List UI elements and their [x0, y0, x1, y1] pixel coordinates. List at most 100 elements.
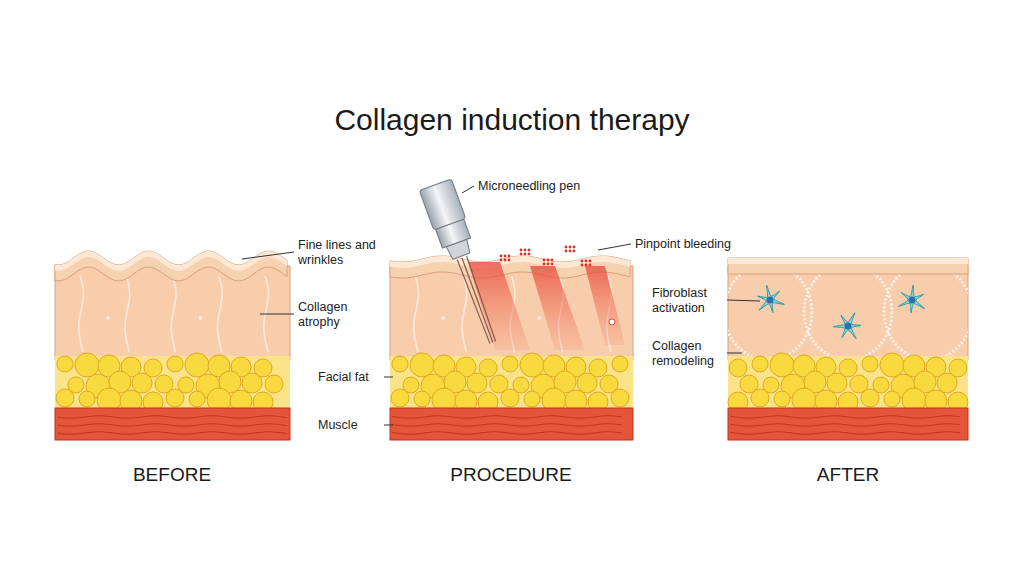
part-label: Muscle: [318, 418, 388, 433]
diagram-title: Collagen induction therapy: [0, 102, 1024, 138]
fat-cell: [166, 389, 184, 407]
collagen-fiber: [728, 266, 812, 356]
fat-cell: [752, 356, 768, 372]
bleeding-dot: [585, 264, 588, 267]
fat-cell: [56, 389, 74, 407]
leader-line: [462, 186, 474, 193]
fat-cell: [827, 373, 847, 393]
fat-cell: [75, 353, 99, 377]
bleeding-dot: [565, 250, 568, 253]
bleeding-dot: [589, 260, 592, 263]
fat-cell: [185, 353, 209, 377]
collagen-fiber: [884, 266, 968, 356]
fat-cell: [265, 375, 283, 393]
bleeding-dot: [547, 259, 550, 262]
fat-cell: [770, 353, 794, 377]
bleeding-dot: [569, 250, 572, 253]
fat-cell: [937, 373, 957, 393]
bleeding-dot: [569, 246, 572, 249]
dermis: [728, 266, 968, 360]
fat-cell: [502, 356, 518, 372]
epidermis: [728, 258, 968, 274]
epidermis: [55, 251, 287, 281]
bleeding-dot: [504, 259, 507, 262]
collagen-fiber: [462, 276, 467, 352]
collagen-fiber: [804, 266, 892, 356]
fat-cell: [242, 373, 262, 393]
muscle-layer: [390, 408, 633, 440]
muscle-layer: [728, 408, 968, 440]
skin-surface: [55, 251, 287, 271]
bleeding-dot: [500, 259, 503, 262]
bleeding-dot: [543, 263, 546, 266]
needle-channel: [468, 262, 530, 350]
collagen-fiber: [218, 276, 223, 352]
fat-cell: [414, 391, 430, 407]
bleeding-dot: [581, 264, 584, 267]
bleeding-dot: [524, 249, 527, 252]
bleeding-dot: [589, 264, 592, 267]
bleeding-dot: [520, 249, 523, 252]
part-label: Collagen remodeling: [652, 339, 726, 369]
bleeding-dot: [524, 253, 527, 256]
fat-cell: [167, 356, 183, 372]
fat-cell: [524, 391, 540, 407]
muscle-layer: [55, 408, 290, 440]
bleeding-dot: [547, 263, 550, 266]
leader-line: [384, 425, 393, 426]
bleeding-dot: [573, 250, 576, 253]
fibroblast: [833, 313, 861, 339]
fat-cell: [862, 356, 878, 372]
fat-layer: [728, 356, 968, 412]
fibroblast: [898, 285, 924, 313]
fat-cell: [880, 353, 904, 377]
fat-cell: [884, 391, 900, 407]
skin-block: [390, 256, 638, 440]
bleeding-dot: [500, 255, 503, 258]
microneedling-pen: [419, 179, 508, 348]
fat-cell: [612, 356, 628, 372]
fat-cell: [774, 391, 790, 407]
leader-line: [727, 300, 760, 301]
bleeding-dot: [551, 259, 554, 262]
skin-block: [724, 258, 972, 440]
fat-cell: [520, 353, 544, 377]
part-label: Collagen atrophy: [298, 300, 368, 330]
part-label: Microneedling pen: [478, 179, 608, 194]
fat-cell: [79, 391, 95, 407]
fat-cell: [392, 356, 408, 372]
bleeding-dot: [520, 253, 523, 256]
bleeding-dot: [543, 259, 546, 262]
leader-line: [260, 314, 294, 315]
stage-label: AFTER: [748, 464, 948, 486]
fat-cell: [189, 391, 205, 407]
fat-cell: [577, 373, 597, 393]
fat-cell: [729, 359, 747, 377]
fat-cell: [391, 389, 409, 407]
part-label: Fine lines and wrinkles: [298, 238, 378, 268]
bleeding-dot: [581, 260, 584, 263]
leader-line: [242, 252, 294, 259]
fat-cell: [57, 356, 73, 372]
collagen-fiber: [414, 276, 419, 352]
leader-line: [598, 244, 631, 250]
stage-label: PROCEDURE: [411, 464, 611, 486]
dermis: [55, 266, 290, 360]
skin-surface: [728, 258, 968, 264]
fat-cell: [132, 373, 152, 393]
fibroblast: [758, 285, 785, 312]
needle-channel: [530, 266, 585, 350]
leader-line: [727, 353, 742, 354]
fat-cell: [751, 389, 769, 407]
collagen-fiber: [125, 276, 130, 352]
fat-cell: [501, 389, 519, 407]
bleeding-dot: [528, 249, 531, 252]
fat-cell: [611, 389, 629, 407]
skin-block: [55, 251, 295, 440]
part-label: Facial fat: [318, 370, 388, 385]
bleeding-dot: [585, 260, 588, 263]
fat-cell: [410, 353, 434, 377]
bleeding-dot: [508, 255, 511, 258]
bleeding-dot: [504, 255, 507, 258]
needle-channel: [585, 266, 625, 345]
